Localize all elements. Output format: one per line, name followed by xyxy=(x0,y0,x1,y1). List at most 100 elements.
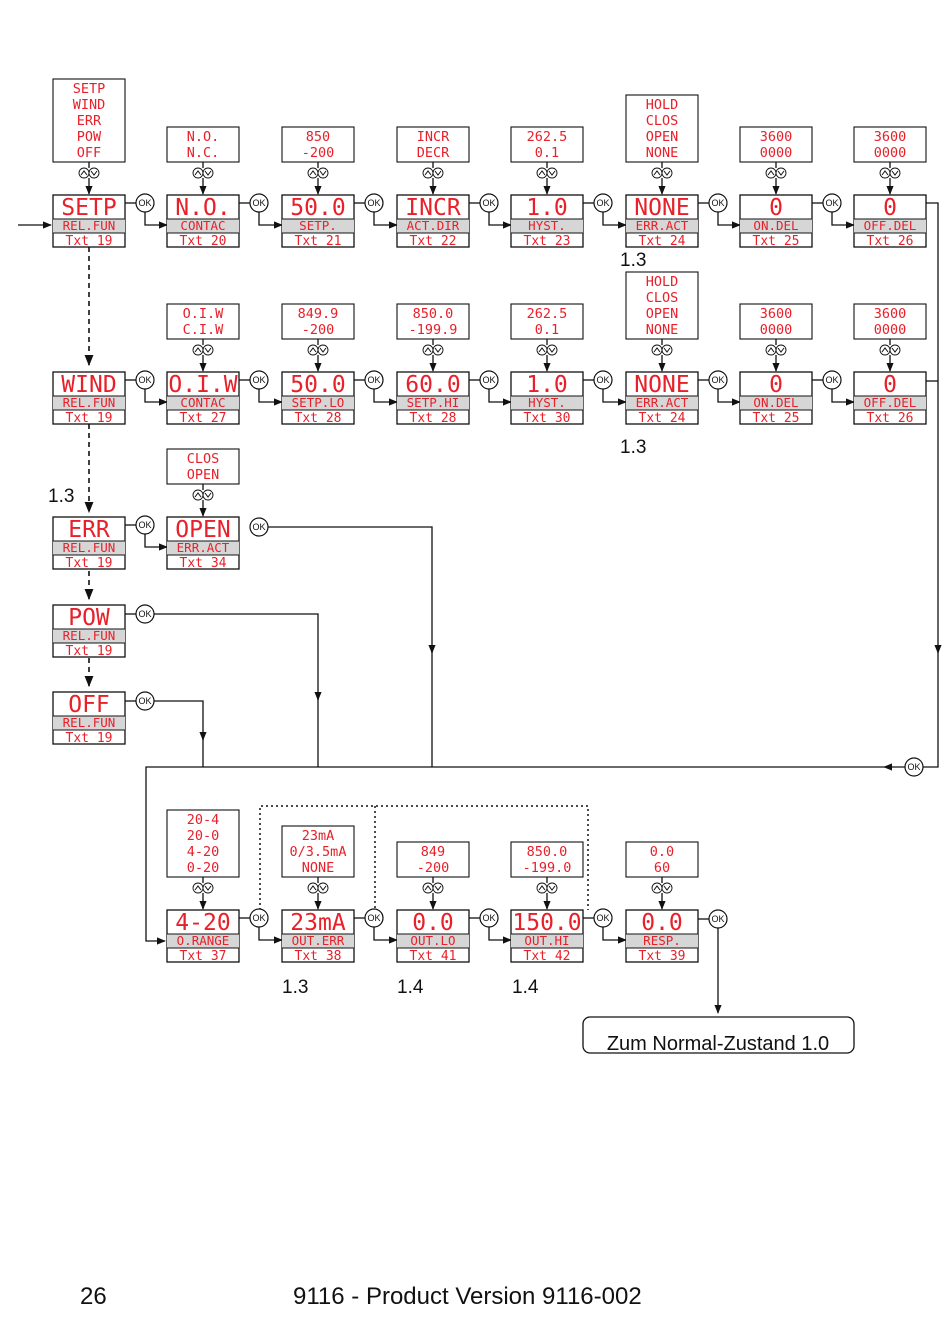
ok-button[interactable]: OK xyxy=(135,691,155,711)
display-text-number: Txt 41 xyxy=(410,949,457,964)
up-down-arrows-icon[interactable] xyxy=(536,882,558,894)
option-list: 850-200 xyxy=(281,126,355,163)
up-down-arrows-icon[interactable] xyxy=(879,167,901,179)
ok-button[interactable]: OK xyxy=(364,370,384,390)
option-item: 850.0 xyxy=(527,844,568,860)
ok-button[interactable]: OK xyxy=(593,193,613,213)
display-text-number: Txt 19 xyxy=(66,731,113,746)
display-value: POW xyxy=(68,605,110,631)
display-function: REL.FUN xyxy=(63,715,116,730)
display-value: ERR xyxy=(68,517,110,543)
display-function: ON.DEL xyxy=(753,395,798,410)
ok-button[interactable]: OK xyxy=(249,370,269,390)
ok-button[interactable]: OK xyxy=(593,370,613,390)
ok-label: OK xyxy=(482,198,495,208)
display-value: SETP xyxy=(61,195,116,221)
ok-button[interactable]: OK xyxy=(135,370,155,390)
option-item: N.C. xyxy=(187,145,220,161)
up-down-arrows-icon[interactable] xyxy=(879,344,901,356)
display-text-number: Txt 28 xyxy=(295,411,342,426)
display-text-number: Txt 39 xyxy=(639,949,686,964)
ok-button[interactable]: OK xyxy=(593,908,613,928)
display-value: OPEN xyxy=(175,517,230,543)
chain-arrow xyxy=(602,212,627,229)
up-down-arrows-icon[interactable] xyxy=(192,344,214,356)
ok-button[interactable]: OK xyxy=(249,193,269,213)
up-down-arrows-icon[interactable] xyxy=(307,167,329,179)
option-item: CLOS xyxy=(187,451,220,467)
display-function: HYST. xyxy=(528,218,566,233)
chain-arrow xyxy=(144,212,168,229)
ok-label: OK xyxy=(138,520,151,530)
display-text-number: Txt 19 xyxy=(66,411,113,426)
ok-button[interactable]: OK xyxy=(135,604,155,624)
up-down-arrows-icon[interactable] xyxy=(78,167,100,179)
ok-button[interactable]: OK xyxy=(708,193,728,213)
up-down-arrows-icon[interactable] xyxy=(422,882,444,894)
ok-button[interactable]: OK xyxy=(249,908,269,928)
up-down-arrows-icon[interactable] xyxy=(651,882,673,894)
display-function: CONTAC xyxy=(180,218,225,233)
ok-label: OK xyxy=(596,913,609,923)
up-down-arrows-icon[interactable] xyxy=(651,344,673,356)
option-item: 0000 xyxy=(874,322,907,338)
option-item: 3600 xyxy=(760,129,793,145)
display-value: NONE xyxy=(634,195,689,221)
ok-button[interactable]: OK xyxy=(479,193,499,213)
up-down-arrows-icon[interactable] xyxy=(422,167,444,179)
up-down-arrows-icon[interactable] xyxy=(765,344,787,356)
display-function: SETP.HI xyxy=(407,395,460,410)
skip-path-outer xyxy=(259,805,589,910)
ok-button[interactable]: OK xyxy=(249,517,269,537)
ok-button[interactable]: OK xyxy=(822,193,842,213)
up-down-arrows-icon[interactable] xyxy=(192,489,214,501)
display-function: SETP. xyxy=(299,218,337,233)
ok-label: OK xyxy=(711,375,724,385)
ok-label: OK xyxy=(596,198,609,208)
display-function: OFF.DEL xyxy=(864,218,917,233)
chain-arrow xyxy=(831,212,855,229)
display-function: OUT.LO xyxy=(410,933,455,948)
display-text-number: Txt 30 xyxy=(524,411,571,426)
option-item: 60 xyxy=(654,860,670,876)
ok-button[interactable]: OK xyxy=(708,909,728,929)
up-down-arrows-icon[interactable] xyxy=(651,167,673,179)
ok-button[interactable]: OK xyxy=(135,193,155,213)
ok-button[interactable]: OK xyxy=(479,370,499,390)
option-item: 0.1 xyxy=(535,322,559,338)
up-down-arrows-icon[interactable] xyxy=(192,167,214,179)
option-item: NONE xyxy=(646,145,679,161)
ok-button[interactable]: OK xyxy=(479,908,499,928)
ok-label: OK xyxy=(138,198,151,208)
display-value: NONE xyxy=(634,372,689,398)
display-value: OFF xyxy=(68,692,110,718)
up-down-arrows-icon[interactable] xyxy=(536,167,558,179)
ok-button[interactable]: OK xyxy=(364,908,384,928)
ok-button[interactable]: OK xyxy=(708,370,728,390)
display-value: 60.0 xyxy=(405,372,460,398)
up-down-arrows-icon[interactable] xyxy=(765,167,787,179)
ok-button[interactable]: OK xyxy=(904,757,924,777)
up-down-arrows-icon[interactable] xyxy=(536,344,558,356)
option-list: N.O.N.C. xyxy=(166,126,240,163)
ok-button[interactable]: OK xyxy=(364,193,384,213)
ok-button[interactable]: OK xyxy=(822,370,842,390)
display-text-number: Txt 24 xyxy=(639,411,686,426)
ok-button[interactable]: OK xyxy=(135,515,155,535)
up-down-arrows-icon[interactable] xyxy=(307,344,329,356)
option-item: -199.9 xyxy=(409,322,458,338)
display-function: SETP.LO xyxy=(292,395,345,410)
up-down-arrows-icon[interactable] xyxy=(307,882,329,894)
up-down-arrows-icon[interactable] xyxy=(192,882,214,894)
option-item: 0.1 xyxy=(535,145,559,161)
display-text-number: Txt 19 xyxy=(66,234,113,249)
up-down-arrows-icon[interactable] xyxy=(422,344,444,356)
ok-label: OK xyxy=(367,913,380,923)
